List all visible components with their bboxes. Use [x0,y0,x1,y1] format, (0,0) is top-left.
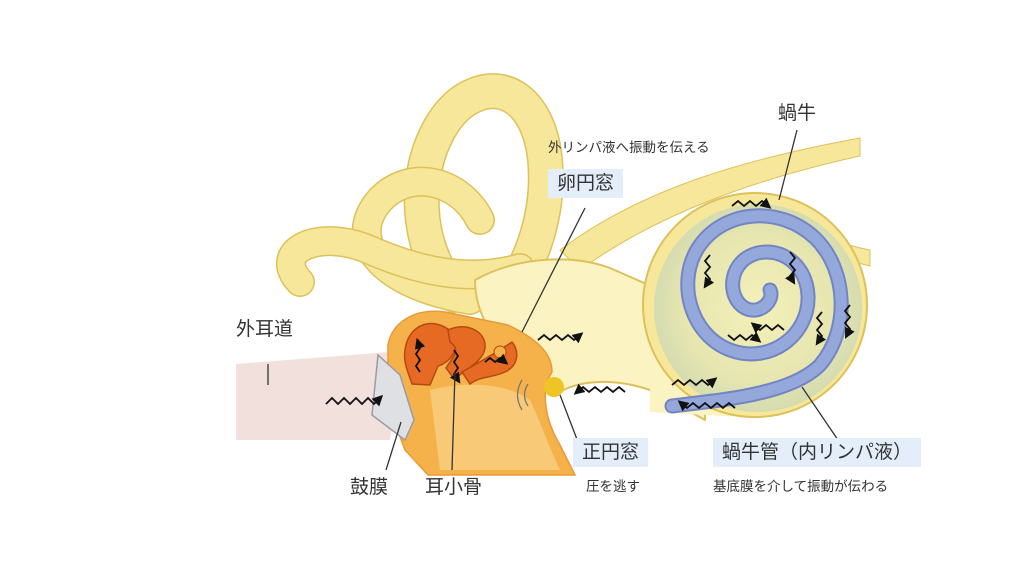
ear-canal [236,352,402,440]
oval-window-note: 外リンパ液へ振動を伝える [548,140,710,156]
round-window [516,377,564,411]
cochlea-label: 蝸牛 [778,102,817,124]
ossicles-label: 耳小骨 [425,476,483,498]
outer-canal-label: 外耳道 [236,318,294,340]
round-window-label: 正円窓 [573,438,649,467]
vibration-arrows [325,197,855,412]
cochlear-duct-label: 蝸牛管（内リンパ液） [713,438,922,467]
cochlear-duct [664,208,849,414]
cochlear-duct-note: 基底膜を介して振動が伝わる [713,479,889,495]
round-window-note: 圧を逃す [586,479,640,495]
eardrum-label: 鼓膜 [350,476,389,498]
leader-lines [267,129,839,471]
semicircular-canals [276,73,564,315]
oval-window-label: 卵円窓 [548,169,624,198]
